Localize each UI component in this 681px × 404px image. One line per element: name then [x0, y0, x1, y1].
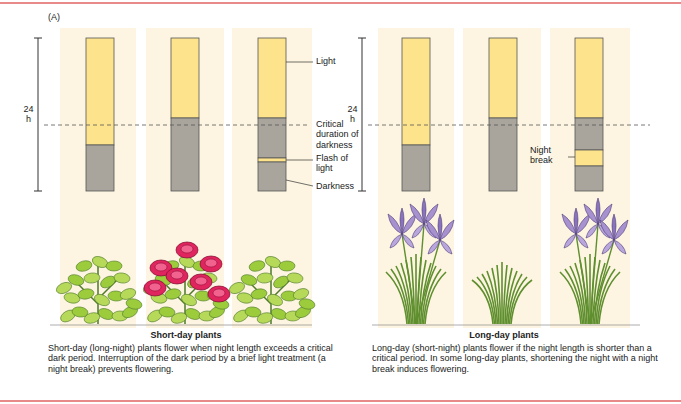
iris-petal [596, 198, 600, 224]
flower [171, 271, 183, 279]
flower [144, 280, 166, 296]
iris-petal [574, 208, 578, 234]
panel-heading: Short-day plants [60, 330, 312, 340]
day-bars [86, 38, 603, 191]
flower [155, 263, 167, 271]
ground-line [50, 325, 312, 326]
callout-label: Flash of light [316, 153, 361, 174]
bracket-24h [34, 38, 366, 191]
iris-leaf [482, 274, 496, 324]
iris-petal [602, 240, 626, 254]
flower [205, 259, 217, 267]
panel-letter: (A) [48, 12, 78, 22]
plant-drawings [50, 198, 640, 325]
iris-petal [438, 214, 442, 240]
iris-leaf [497, 265, 501, 324]
iris-stem [416, 240, 440, 324]
leaf [250, 288, 268, 301]
leaf [106, 261, 122, 271]
leaf [286, 272, 303, 284]
leaf [55, 280, 74, 296]
flower [166, 268, 188, 284]
leaf [125, 297, 143, 310]
iris-leaf [575, 263, 586, 324]
frame-line [0, 2, 681, 4]
flower [176, 242, 198, 258]
leaf [164, 288, 182, 301]
flower [190, 274, 212, 290]
callout-label: Light [316, 56, 356, 66]
flower [149, 283, 161, 291]
leaf [248, 259, 266, 273]
flower [208, 286, 230, 302]
iris-stem [590, 240, 614, 324]
iris-petal [564, 234, 588, 248]
leaf [113, 272, 130, 284]
ground-line [372, 325, 640, 326]
time-span-label: 24 h [346, 104, 359, 125]
flower [200, 256, 222, 272]
iris-leaf [511, 280, 532, 324]
iris-leaf [501, 262, 503, 324]
leaf [298, 297, 316, 310]
callout-label: Night break [530, 145, 566, 166]
leader-lines [286, 62, 575, 186]
frame-line [0, 400, 681, 402]
leaf [75, 259, 93, 273]
panel-heading: Long-day plants [378, 330, 630, 340]
panel-grounds [60, 28, 630, 328]
leaf [279, 261, 295, 271]
panel-caption: Long-day (short-night) plants flower if … [372, 343, 664, 374]
iris-petal [612, 214, 616, 240]
iris-leaf [401, 263, 412, 324]
panel-caption: Short-day (long-night) plants flower whe… [48, 343, 340, 374]
leaf [77, 288, 95, 301]
iris-petal [400, 208, 404, 234]
leaf [257, 272, 274, 284]
callout-label: Darkness [316, 181, 366, 191]
iris-petal [390, 234, 414, 248]
flower [181, 245, 193, 253]
flower [213, 289, 225, 297]
time-span-label: 24 h [22, 104, 35, 125]
iris-petal [428, 240, 452, 254]
leaf [84, 272, 101, 284]
iris-petal [422, 198, 426, 224]
leaf [228, 280, 247, 296]
flower [195, 277, 207, 285]
iris-leaf [487, 271, 498, 324]
